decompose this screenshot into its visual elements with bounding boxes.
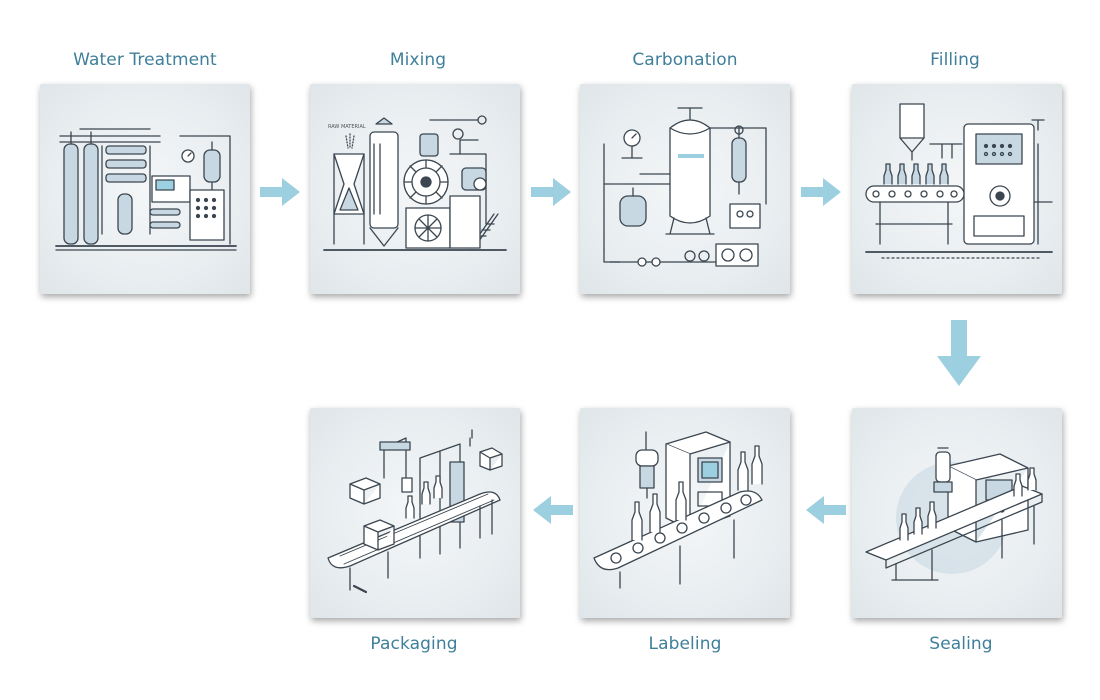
- raw-material-sublabel: RAW MATERIAL: [328, 124, 366, 130]
- step-label-packaging: Packaging: [370, 634, 458, 654]
- step-label-labeling: Labeling: [648, 634, 722, 654]
- arrow-right-icon: [531, 178, 571, 206]
- arrow-left-icon: [806, 496, 846, 524]
- step-card-mixing: RAW MATERIAL: [310, 84, 520, 294]
- carbonation-tank-icon: [603, 107, 767, 267]
- step-label-filling: Filling: [930, 50, 980, 70]
- bottle-filling-machine-icon: [865, 103, 1053, 259]
- arrow-left-icon: [533, 496, 573, 524]
- step-label-water-treatment: Water Treatment: [73, 50, 217, 70]
- step-card-carbonation: [580, 84, 790, 294]
- step-card-filling: [852, 84, 1062, 294]
- bottle-labeling-machine-icon: [593, 431, 763, 589]
- step-card-water-treatment: [40, 84, 250, 294]
- arrow-right-icon: [260, 178, 300, 206]
- step-card-sealing: [852, 408, 1062, 618]
- step-card-labeling: [580, 408, 790, 618]
- step-card-packaging: [310, 408, 520, 618]
- bottle-sealing-machine-icon: [865, 447, 1043, 581]
- step-label-carbonation: Carbonation: [632, 50, 738, 70]
- arrow-right-icon: [801, 178, 841, 206]
- step-label-sealing: Sealing: [929, 634, 993, 654]
- step-label-mixing: Mixing: [389, 50, 447, 70]
- water-treatment-equipment-icon: [55, 128, 237, 251]
- box-packaging-line-icon: [327, 429, 503, 594]
- mixing-machinery-icon: RAW MATERIAL: [323, 115, 507, 251]
- arrow-down-icon: [937, 320, 981, 386]
